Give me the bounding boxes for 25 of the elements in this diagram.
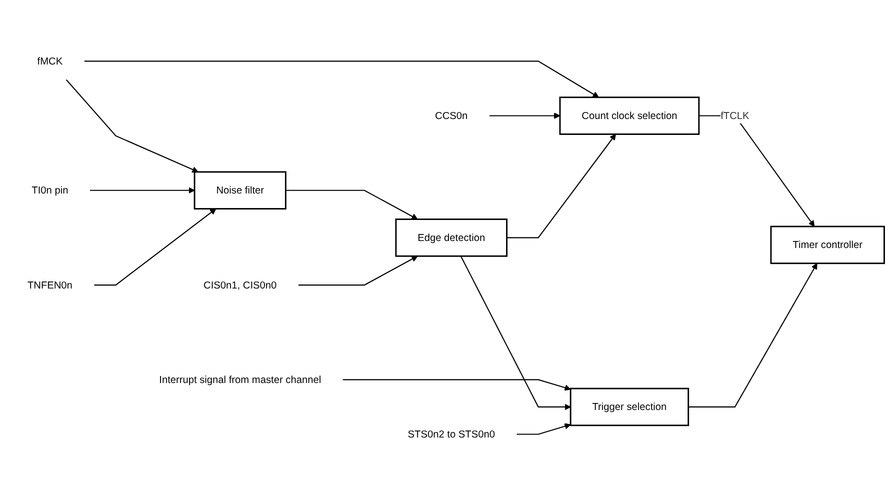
arrow bbox=[460, 256, 571, 410]
arrow bbox=[286, 190, 418, 220]
node-text: CCS0n bbox=[435, 109, 468, 121]
arrow bbox=[516, 422, 571, 435]
arrow bbox=[94, 208, 216, 286]
node-text: Interrupt signal from master channel bbox=[159, 373, 322, 385]
arrow bbox=[298, 256, 418, 286]
node-box: Timer controller bbox=[770, 226, 885, 264]
node-text: TI0n pin bbox=[32, 184, 68, 196]
node-box: Count clock selection bbox=[559, 96, 700, 135]
node-box: Noise filter bbox=[194, 171, 286, 210]
edge-label: fTCLK bbox=[720, 109, 750, 121]
arrow bbox=[342, 378, 571, 391]
arrow bbox=[90, 186, 195, 194]
arrow bbox=[489, 112, 560, 119]
node-text: fMCK bbox=[37, 54, 63, 66]
node-box: Edge detection bbox=[395, 218, 508, 257]
node-text: STS0n2 to STS0n0 bbox=[408, 428, 495, 440]
arrow bbox=[66, 79, 198, 172]
arrow bbox=[84, 60, 599, 98]
node-text: TNFEN0n bbox=[27, 278, 72, 290]
arrow bbox=[688, 262, 818, 408]
node-text: CIS0n1, CIS0n0 bbox=[204, 278, 277, 290]
node-box: Trigger selection bbox=[570, 388, 690, 426]
arrow bbox=[506, 134, 616, 238]
